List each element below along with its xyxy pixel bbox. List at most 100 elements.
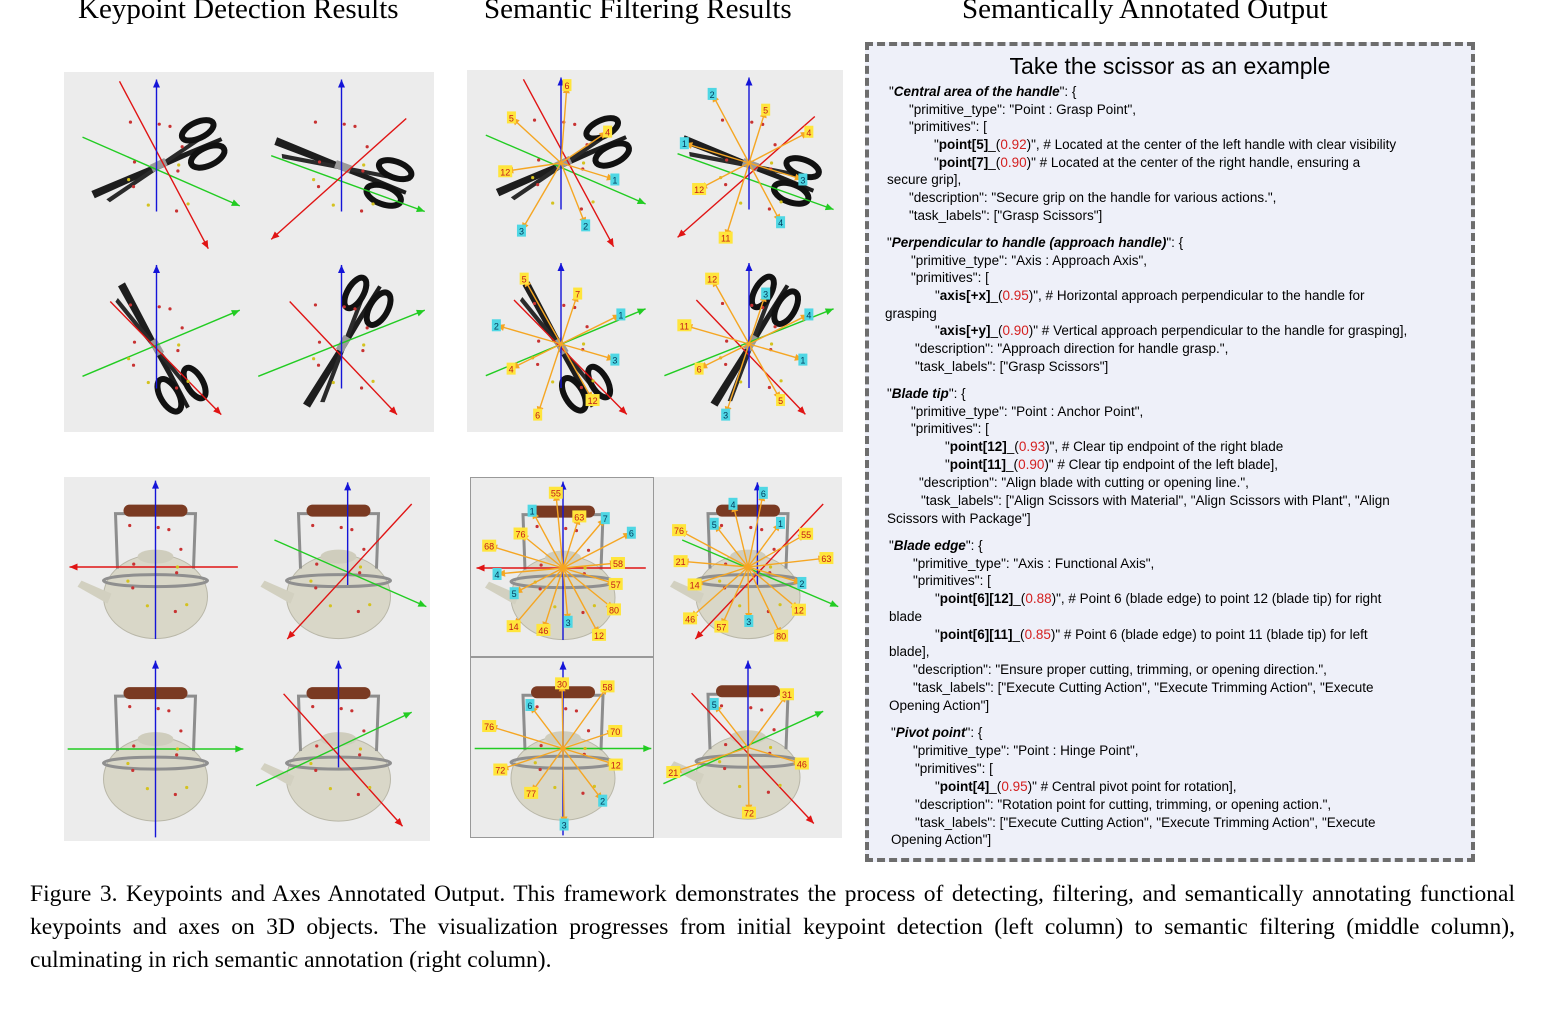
keypoint-label: 3 xyxy=(763,290,768,300)
keypoint-dot xyxy=(535,705,538,708)
primitive-id: point[7] xyxy=(939,155,989,170)
keypoint-dot xyxy=(721,302,724,305)
annotation-line: "description": "Ensure proper cutting, t… xyxy=(913,661,1327,678)
keypoint-label: 31 xyxy=(782,690,792,700)
annotation-text: ": { xyxy=(966,725,983,740)
annotation-text: "primitive_type": "Axis : Approach Axis"… xyxy=(911,253,1147,268)
keypoint-label: 12 xyxy=(794,606,804,616)
annotation-line: "Blade tip": { xyxy=(887,385,966,402)
keypoint-dot xyxy=(340,526,343,529)
keypoint-label: 6 xyxy=(535,411,540,421)
annotation-text: "task_labels": ["Grasp Scissors"] xyxy=(909,208,1102,223)
keypoint-label: 46 xyxy=(538,626,548,636)
annotation-line: blade], xyxy=(889,643,930,660)
figure-caption: Figure 3. Keypoints and Axes Annotated O… xyxy=(30,878,1515,977)
annotation-text: "description": "Rotation point for cutti… xyxy=(915,797,1331,812)
keypoint-dot xyxy=(175,571,178,574)
annotation-key: Blade edge xyxy=(894,538,966,553)
annotation-line: "primitive_type": "Point : Hinge Point", xyxy=(913,742,1139,759)
annotation-text: "primitive_type": "Point : Hinge Point", xyxy=(913,743,1139,758)
confidence-score: 0.90 xyxy=(1000,155,1026,170)
annotation-line: "primitive_type": "Point : Grasp Point", xyxy=(909,101,1136,118)
keypoint-dot xyxy=(537,340,540,343)
keypoint-label: 2 xyxy=(600,797,605,807)
keypoint-dot xyxy=(750,121,753,124)
illustration xyxy=(249,72,434,258)
annotation-line: grasping xyxy=(885,305,937,322)
keypoint-label: 63 xyxy=(821,554,831,564)
keypoint-dot xyxy=(361,169,364,172)
illustration xyxy=(247,477,430,657)
annotation-text: _( xyxy=(1006,457,1018,472)
annotation-line: "task_labels": ["Grasp Scissors"] xyxy=(909,207,1102,224)
keypoint-dot xyxy=(360,209,363,212)
keypoint-dot xyxy=(350,709,353,712)
keypoint-dot xyxy=(362,343,365,346)
keypoint-dot xyxy=(760,708,763,711)
keypoint-dot xyxy=(177,343,180,346)
keypoint-dot xyxy=(749,706,752,709)
annotation-text: "task_labels": ["Execute Cutting Action"… xyxy=(915,815,1376,830)
annotation-line: "task_labels": ["Execute Cutting Action"… xyxy=(915,814,1376,831)
annotation-text: "task_labels": ["Execute Cutting Action"… xyxy=(913,680,1374,695)
keypoint-dot xyxy=(724,743,727,746)
keypoint-dot xyxy=(540,744,543,747)
keypoint-dot xyxy=(147,203,150,206)
keypoint-dot xyxy=(539,768,542,771)
keypoint-dot xyxy=(587,549,590,552)
primitive-id: point[6][11] xyxy=(940,627,1013,642)
confidence-score: 0.85 xyxy=(1025,627,1051,642)
illustration xyxy=(64,72,249,258)
keypoint-dot xyxy=(540,563,543,566)
keypoint-dot xyxy=(591,379,594,382)
keypoint-dot xyxy=(768,207,771,210)
keypoint-label: 3 xyxy=(746,617,751,627)
keypoint-dot xyxy=(720,524,723,527)
keypoint-dot xyxy=(366,145,369,148)
annotation-key: Pivot point xyxy=(896,725,966,740)
keypoint-label: 4 xyxy=(806,128,811,138)
panel-filter-scissors-3: 312642571 xyxy=(467,256,655,432)
keypoint-dot xyxy=(175,209,178,212)
keypoint-dot xyxy=(128,705,131,708)
annotation-line: "primitive_type": "Axis : Approach Axis"… xyxy=(911,252,1147,269)
keypoint-label: 1 xyxy=(800,356,805,366)
keypoint-dot xyxy=(531,176,534,179)
annotation-text: blade], xyxy=(889,644,930,659)
panel-detect-scissors-2 xyxy=(249,72,434,258)
keypoint-dot xyxy=(329,604,332,607)
kettle-body xyxy=(287,555,391,639)
keypoint-dot xyxy=(368,603,371,606)
keypoint-dot xyxy=(362,729,365,732)
keypoint-dot xyxy=(176,565,179,568)
annotation-text: "description": "Align blade with cutting… xyxy=(919,475,1249,490)
keypoint-label: 46 xyxy=(685,614,695,624)
panel-detect-kettle-1 xyxy=(64,477,247,657)
primitive-id: point[5] xyxy=(939,137,989,152)
keypoint-label: 12 xyxy=(588,396,598,406)
annotation-line: "description": "Rotation point for cutti… xyxy=(915,796,1331,813)
keypoint-label: 2 xyxy=(799,579,804,589)
keypoint-label: 1 xyxy=(612,175,617,185)
keypoint-dot xyxy=(580,386,583,389)
annotation-key: Central area of the handle xyxy=(894,84,1060,99)
annotation-text: ": { xyxy=(949,386,966,401)
keypoint-dot xyxy=(779,200,782,203)
keypoint-dot xyxy=(769,746,772,749)
annotation-line: "point[12]_(0.93)", # Clear tip endpoint… xyxy=(945,438,1283,455)
keypoint-label: 3 xyxy=(519,227,524,237)
keypoint-dot xyxy=(175,386,178,389)
illustration: 312642571 xyxy=(467,256,655,432)
keypoint-label: 4 xyxy=(806,310,811,320)
keypoint-label: 1 xyxy=(778,519,783,529)
keypoint-dot xyxy=(317,364,320,367)
annotation-line: "primitives": [ xyxy=(909,118,987,135)
keypoint-dot xyxy=(360,386,363,389)
keypoint-dot xyxy=(720,704,723,707)
keypoint-label: 5 xyxy=(763,106,768,116)
keypoint-dot xyxy=(583,566,586,569)
keypoint-label: 14 xyxy=(690,580,700,590)
illustration xyxy=(247,657,430,841)
annotation-line: "task_labels": ["Grasp Scissors"] xyxy=(915,358,1108,375)
keypoint-label: 80 xyxy=(776,632,786,642)
